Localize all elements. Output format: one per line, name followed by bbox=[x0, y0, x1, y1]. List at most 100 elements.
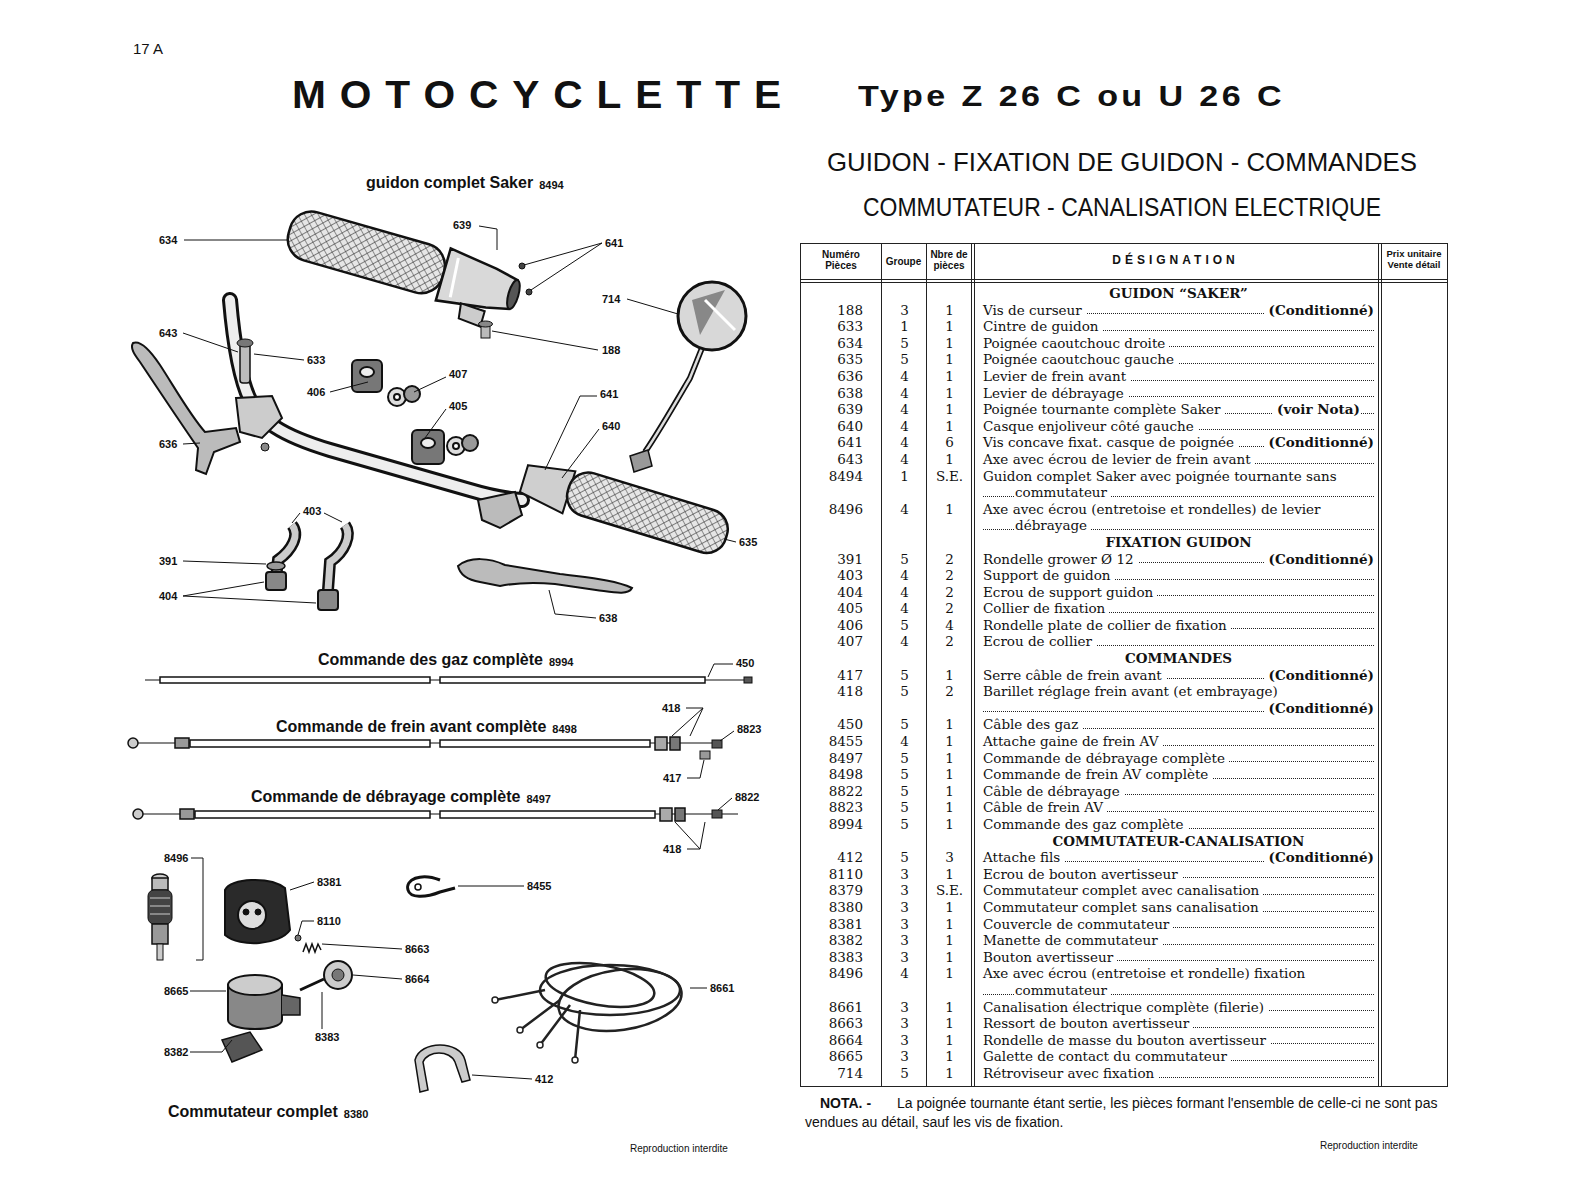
table-row: 64146Vis concave fixat. casque de poigné… bbox=[801, 434, 1446, 451]
group-code: 4 bbox=[883, 385, 926, 402]
designation-cell: Ecrou de collier bbox=[983, 633, 1374, 650]
designation: Levier de débrayage bbox=[983, 385, 1128, 401]
group-code: 4 bbox=[883, 418, 926, 435]
part-number: 8663 bbox=[801, 1015, 863, 1032]
callout-number: 8663 bbox=[404, 942, 430, 956]
part-number: 8664 bbox=[801, 1032, 863, 1049]
callout-number: 641 bbox=[599, 387, 619, 401]
group-code: 3 bbox=[883, 302, 926, 319]
callout-number: 8381 bbox=[316, 875, 342, 889]
table-row: 39152Rondelle grower Ø 12(Conditionné) bbox=[801, 551, 1446, 568]
callout-number: 638 bbox=[598, 611, 618, 625]
table-row: 63551Poignée caoutchouc gauche bbox=[801, 351, 1446, 368]
table-row: 866431Rondelle de masse du bouton averti… bbox=[801, 1032, 1446, 1049]
designation: Attache gaine de frein AV bbox=[983, 733, 1162, 749]
group-code: 5 bbox=[883, 849, 926, 866]
quantity: 4 bbox=[928, 617, 971, 634]
column-header: DÉSIGNATION bbox=[973, 255, 1378, 266]
quantity: 1 bbox=[928, 351, 971, 368]
column-rule bbox=[1378, 244, 1379, 1086]
table-body: GUIDON “SAKER”18831Vis de curseur(Condit… bbox=[801, 285, 1446, 1082]
section-heading: GUIDON - FIXATION DE GUIDON - COMMANDES bbox=[827, 146, 1417, 178]
designation: Commutateur complet sans canalisation bbox=[983, 899, 1263, 915]
table-row: 41852Barillet réglage frein avant (et em… bbox=[801, 683, 1446, 716]
section-header: COMMANDES bbox=[983, 650, 1374, 667]
table-row: 84941S.E.Guidon complet Saker avec poign… bbox=[801, 468, 1446, 501]
table-row: 866331Ressort de bouton avertisseur bbox=[801, 1015, 1446, 1032]
table-row: 63451Poignée caoutchouc droite bbox=[801, 335, 1446, 352]
quantity: 1 bbox=[928, 916, 971, 933]
group-code: 4 bbox=[883, 965, 926, 982]
mirror bbox=[630, 282, 746, 472]
quantity: 1 bbox=[928, 385, 971, 402]
designation: Commande de frein AV complète bbox=[983, 766, 1212, 782]
section-header: FIXATION GUIDON bbox=[983, 534, 1374, 551]
table-row: 40742Ecrou de collier bbox=[801, 633, 1446, 650]
table-row: 849851Commande de frein AV complète bbox=[801, 766, 1446, 783]
designation: Commande de débrayage complète bbox=[983, 750, 1229, 766]
page-title: MOTOCYCLETTE bbox=[292, 72, 795, 118]
designation-cell: Couvercle de commutateur bbox=[983, 916, 1374, 933]
table-row: GUIDON “SAKER” bbox=[801, 285, 1446, 302]
designation-cell: Ressort de bouton avertisseur bbox=[983, 1015, 1374, 1032]
header-rule bbox=[801, 279, 1447, 280]
table-row: 40342Support de guidon bbox=[801, 567, 1446, 584]
handlebar bbox=[230, 300, 522, 528]
part-number: 405 bbox=[801, 600, 863, 617]
quantity: 1 bbox=[928, 816, 971, 833]
table-row: 45051Câble des gaz bbox=[801, 716, 1446, 733]
table-row: 40654Rondelle plate de collier de fixati… bbox=[801, 617, 1446, 634]
part-reference: 8380 bbox=[344, 1107, 368, 1121]
designation-cell: Axe avec écrou (entretoise et rondelles)… bbox=[983, 501, 1374, 534]
callout-number: 404 bbox=[158, 589, 178, 603]
callout-number: 8823 bbox=[736, 722, 762, 736]
designation: Rondelle de masse du bouton avertisseur bbox=[983, 1032, 1270, 1048]
callout-number: 714 bbox=[601, 292, 621, 306]
table-row: COMMUTATEUR-CANALISATION bbox=[801, 833, 1446, 850]
callout-number: 635 bbox=[738, 535, 758, 549]
designation-note: (Conditionné) bbox=[1265, 849, 1375, 866]
group-code: 3 bbox=[883, 932, 926, 949]
callout-number: 417 bbox=[662, 771, 682, 785]
part-number: 417 bbox=[801, 667, 863, 684]
group-code: 5 bbox=[883, 716, 926, 733]
designation-cell: Rondelle grower Ø 12(Conditionné) bbox=[983, 551, 1374, 568]
designation-cell: Poignée caoutchouc droite bbox=[983, 335, 1374, 352]
designation-cell: Poignée caoutchouc gauche bbox=[983, 351, 1374, 368]
group-code: 5 bbox=[883, 750, 926, 767]
callout-number: 643 bbox=[158, 326, 178, 340]
part-reference: 8494 bbox=[539, 178, 563, 192]
group-code: 4 bbox=[883, 584, 926, 601]
designation: Câble de débrayage bbox=[983, 783, 1124, 799]
designation-cell: Commande de frein AV complète bbox=[983, 766, 1374, 783]
designation: Canalisation électrique complète (fileri… bbox=[983, 999, 1268, 1015]
group-code: 1 bbox=[883, 468, 926, 485]
designation-cell: Guidon complet Saker avec poignée tourna… bbox=[983, 468, 1374, 501]
quantity: 1 bbox=[928, 1032, 971, 1049]
table-row: 838131Couvercle de commutateur bbox=[801, 916, 1446, 933]
group-code: 5 bbox=[883, 617, 926, 634]
callout-number: 418 bbox=[662, 842, 682, 856]
part-number: 8496 bbox=[801, 501, 863, 518]
quantity: 1 bbox=[928, 999, 971, 1016]
quantity: 1 bbox=[928, 899, 971, 916]
designation-note: (Conditionné) bbox=[1265, 551, 1375, 568]
part-number: 412 bbox=[801, 849, 863, 866]
part-number: 8665 bbox=[801, 1048, 863, 1065]
section-heading: COMMUTATEUR - CANALISATION ELECTRIQUE bbox=[863, 191, 1381, 223]
table-row: 849641Axe avec écrou (entretoise et rond… bbox=[801, 501, 1446, 534]
part-number: 8455 bbox=[801, 733, 863, 750]
part-number: 406 bbox=[801, 617, 863, 634]
quantity: 1 bbox=[928, 501, 971, 518]
table-row: 882351Câble de frein AV bbox=[801, 799, 1446, 816]
table-row: 40542Collier de fixation bbox=[801, 600, 1446, 617]
designation: Ressort de bouton avertisseur bbox=[983, 1015, 1193, 1031]
designation: Support de guidon bbox=[983, 567, 1115, 583]
quantity: 1 bbox=[928, 783, 971, 800]
group-code: 4 bbox=[883, 434, 926, 451]
column-rule bbox=[926, 244, 927, 1086]
designation-cell: Casque enjoliveur côté gauche bbox=[983, 418, 1374, 435]
column-header: Groupe bbox=[881, 256, 926, 267]
table-row: 40442Ecrou de support guidon bbox=[801, 584, 1446, 601]
